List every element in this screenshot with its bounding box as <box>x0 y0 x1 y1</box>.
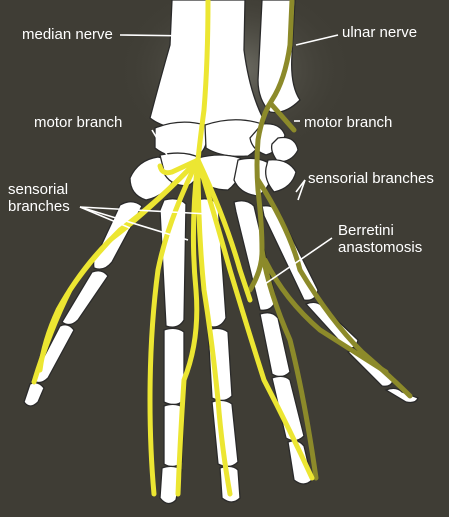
label-motor-branch-right: motor branch <box>304 114 393 131</box>
leader-sensorial-right-2 <box>297 179 306 201</box>
label-sensorial-branches-right: sensorial branches <box>308 170 434 187</box>
label-median-nerve: median nerve <box>22 26 113 43</box>
leader-ulnar-nerve <box>295 34 339 46</box>
label-ulnar-nerve: ulnar nerve <box>342 24 418 41</box>
leader-sensorial-left-3 <box>79 206 209 215</box>
leader-lines <box>79 34 339 287</box>
label-motor-branch-left: motor branch <box>34 114 123 131</box>
leader-berretini <box>261 237 333 287</box>
label-sensorial-branches-left: sensorial branches <box>8 181 70 215</box>
carpal-bones <box>129 119 299 201</box>
label-berretini-anastomosis: Berretini anastomosis <box>338 222 423 256</box>
leader-sensorial-left-2 <box>79 206 189 241</box>
leader-sensorial-left-1 <box>79 206 131 229</box>
leader-motor-branch-left <box>151 129 171 161</box>
leader-median-nerve <box>119 34 197 37</box>
median-nerve-paths <box>31 0 315 497</box>
ulnar-nerve-paths <box>247 0 413 481</box>
